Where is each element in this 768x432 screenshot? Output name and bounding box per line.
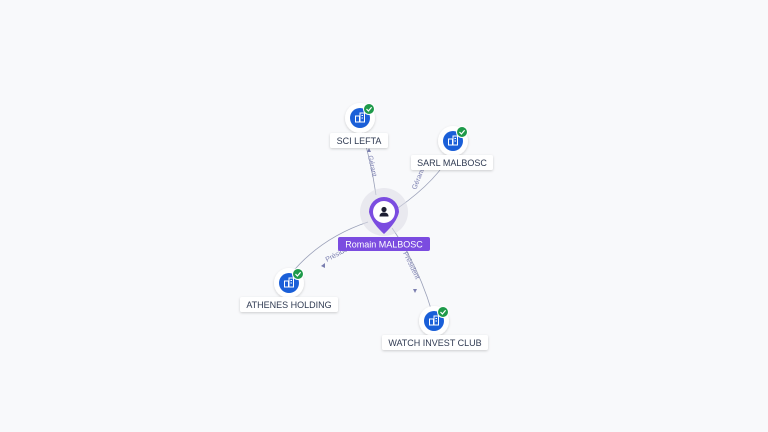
edge-arrow-athenes-holding (321, 263, 325, 268)
svg-text:ATHENES HOLDING: ATHENES HOLDING (246, 300, 331, 310)
company-label-watch-invest-club: WATCH INVEST CLUB (382, 335, 488, 350)
company-label-sarl-malbosc: SARL MALBOSC (411, 155, 493, 170)
verified-check-icon (363, 103, 375, 115)
person-node[interactable] (360, 188, 408, 236)
building-icon (284, 277, 294, 288)
svg-text:SARL MALBOSC: SARL MALBOSC (417, 158, 487, 168)
company-label-sci-lefta: SCI LEFTA (330, 133, 388, 148)
building-icon (448, 135, 458, 146)
company-node-sarl-malbosc[interactable] (438, 126, 468, 156)
edge-label-watch-invest-club: Président (401, 251, 420, 281)
company-node-athenes-holding[interactable] (274, 268, 304, 298)
building-icon (355, 112, 365, 123)
verified-check-icon (456, 126, 468, 138)
company-label-athenes-holding: ATHENES HOLDING (240, 297, 338, 312)
edge-arrow-watch-invest-club (413, 289, 417, 293)
company-node-watch-invest-club[interactable] (419, 306, 449, 336)
person-label: Romain MALBOSC (338, 237, 430, 251)
building-icon (429, 315, 439, 326)
svg-text:SCI LEFTA: SCI LEFTA (337, 136, 382, 146)
edge-arrow-sci-lefta (367, 148, 371, 152)
verified-check-icon (437, 306, 449, 318)
person-icon (379, 206, 389, 217)
svg-text:Romain MALBOSC: Romain MALBOSC (345, 240, 423, 250)
edge-label-sci-lefta: Gérant (366, 155, 377, 177)
svg-text:WATCH INVEST CLUB: WATCH INVEST CLUB (388, 338, 481, 348)
verified-check-icon (292, 268, 304, 280)
company-node-sci-lefta[interactable] (345, 103, 375, 133)
edge-athenes-holding (289, 221, 369, 276)
edge-watch-invest-club (391, 227, 433, 313)
